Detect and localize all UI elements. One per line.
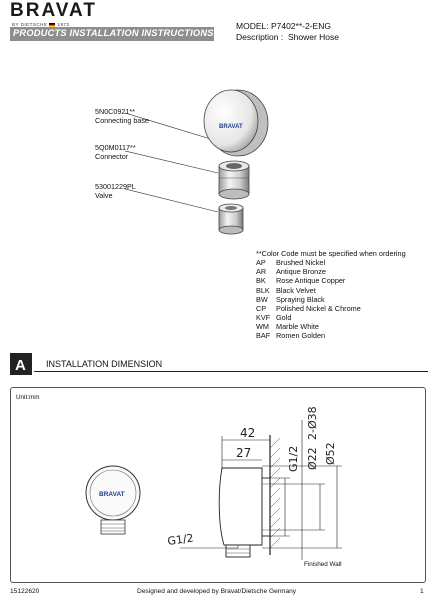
part-label-valve: 53001229PL Valve	[95, 182, 136, 200]
part-name: Connector	[95, 151, 129, 161]
finished-wall-label: Finished Wall	[304, 561, 342, 568]
color-name: Romen Golden	[276, 331, 326, 341]
description-line: Description : Shower Hose	[236, 32, 339, 42]
german-flag-icon	[49, 22, 56, 27]
section-letter: A	[15, 357, 26, 374]
dim-d52-label: Ø52	[324, 442, 337, 465]
color-code-row: BLK Black Velvet	[256, 286, 406, 295]
part-code: 5N0C0921**	[95, 107, 135, 116]
connecting-base-part: BRAVAT	[203, 89, 269, 157]
section-rule	[34, 371, 428, 372]
dim-g12-bottom-label: G1/2	[167, 531, 195, 548]
model-info: MODEL: P7402**-2-ENG Description : Showe…	[236, 21, 339, 43]
color-name: Rose Antique Copper	[276, 276, 346, 286]
document-banner: PRODUCTS INSTALLATION INSTRUCTIONS	[10, 27, 214, 41]
unit-label: Unit:mm	[16, 394, 40, 401]
part-label-connector: 5Q0M0117** Connector	[95, 143, 136, 161]
color-code-row: BK Rose Antique Copper	[256, 276, 406, 285]
dim-d22-label: Ø22	[306, 447, 319, 470]
color-code: AR	[256, 267, 267, 277]
color-name: Polished Nickel & Chrome	[276, 303, 361, 313]
color-name: Brushed Nickel	[276, 258, 326, 268]
color-code: BLK	[256, 285, 270, 295]
leader-line	[124, 150, 219, 174]
dimension-lines	[180, 420, 342, 560]
brand-tagline-left: BY DIETSCHE	[12, 22, 48, 27]
footer-credit: Designed and developed by Bravat/Dietsch…	[137, 588, 297, 595]
brand-tagline-year: 1873	[57, 22, 70, 27]
dim-42-label: 42	[240, 426, 255, 440]
dimension-drawing-frame	[10, 387, 426, 583]
part-code: 5Q0M0117**	[95, 143, 136, 152]
part-name: Valve	[95, 190, 113, 200]
color-code-row: AP Brushed Nickel	[256, 258, 406, 267]
product-logo-text: BRAVAT	[219, 124, 243, 130]
footer-doc-number: 15122620	[10, 588, 40, 595]
color-name: Black Velvet	[276, 285, 316, 295]
dim-d38-label: 2-Ø38	[306, 406, 319, 440]
brand-tagline: BY DIETSCHE 1873	[12, 22, 69, 27]
front-view: BRAVAT	[85, 465, 141, 535]
color-code: BAF	[256, 331, 271, 341]
brand-logo: BRAVAT	[10, 0, 97, 21]
color-code: AP	[256, 258, 266, 268]
part-label-connecting-base: 5N0C0921** Connecting base	[95, 107, 149, 125]
connector-part	[218, 160, 250, 200]
section-a-badge-icon: A	[10, 353, 32, 375]
color-code-row: WM Marble White	[256, 322, 406, 331]
color-code: WM	[256, 322, 269, 332]
leader-line	[124, 188, 219, 213]
part-name: Connecting base	[95, 115, 149, 125]
color-code-row: BAF Romen Golden	[256, 331, 406, 340]
side-view	[218, 435, 281, 558]
color-code-row: CP Polished Nickel & Chrome	[256, 304, 406, 313]
leader-line	[124, 112, 215, 141]
valve-part	[218, 203, 244, 235]
color-code: CP	[256, 303, 267, 313]
front-view-logo: BRAVAT	[99, 491, 125, 498]
footer-page-number: 1	[420, 588, 424, 595]
color-code: BW	[256, 294, 268, 304]
color-code: BK	[256, 276, 266, 286]
dim-g12-top-label: G1/2	[287, 446, 300, 472]
section-title: INSTALLATION DIMENSION	[46, 359, 163, 369]
color-code-row: KVF Gold	[256, 313, 406, 322]
color-code-row: AR Antique Bronze	[256, 267, 406, 276]
model-line: MODEL: P7402**-2-ENG	[236, 21, 331, 31]
dim-27-label: 27	[236, 446, 251, 460]
color-name: Marble White	[276, 322, 319, 332]
color-code: KVF	[256, 313, 271, 323]
color-code-list: **Color Code must be specified when orde…	[256, 249, 406, 341]
color-name: Spraying Black	[276, 294, 325, 304]
part-code: 53001229PL	[95, 182, 136, 191]
color-name: Gold	[276, 313, 292, 323]
banner-title: PRODUCTS INSTALLATION INSTRUCTIONS	[13, 28, 214, 38]
color-name: Antique Bronze	[276, 267, 326, 277]
color-code-row: BW Spraying Black	[256, 295, 406, 304]
color-code-note: **Color Code must be specified when orde…	[256, 249, 406, 258]
